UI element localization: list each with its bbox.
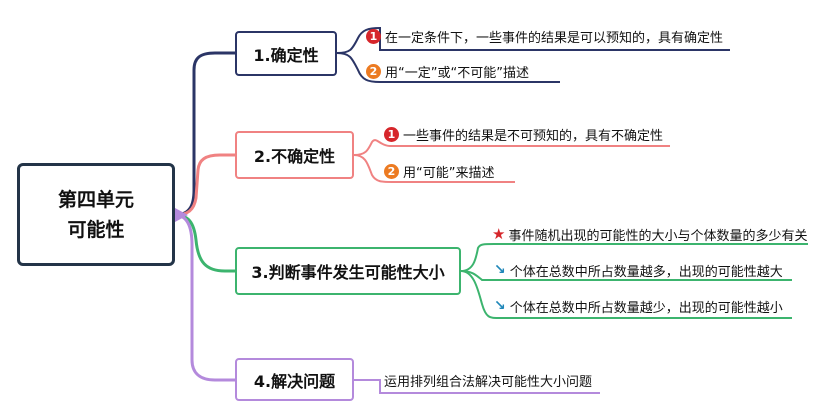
leaf-3-3: ↘ 个体在总数中所占数量越少，出现的可能性越小 bbox=[494, 296, 783, 316]
leaf-text: 事件随机出现的可能性的大小与个体数量的多少有关 bbox=[508, 228, 808, 244]
leaf-text: 个体在总数中所占数量越少，出现的可能性越小 bbox=[509, 300, 783, 316]
number-badge-icon: 2 bbox=[366, 63, 381, 79]
leaf-2-2: 2 用“可能”来描述 bbox=[384, 161, 494, 181]
leaf-1-1: 1 在一定条件下，一些事件的结果是可以预知的，具有确定性 bbox=[366, 26, 723, 46]
connector-branch-2 bbox=[174, 153, 235, 217]
root-node: 第四单元 可能性 bbox=[17, 163, 175, 266]
number-badge-icon: 1 bbox=[384, 126, 399, 142]
root-title-line2: 可能性 bbox=[67, 218, 125, 241]
leaf-3-1: ★ 事件随机出现的可能性的大小与个体数量的多少有关 bbox=[492, 224, 807, 244]
number-badge-icon: 2 bbox=[384, 163, 399, 179]
root-arrow bbox=[175, 208, 188, 222]
leaf-text: 个体在总数中所占数量越多，出现的可能性越大 bbox=[509, 264, 783, 280]
connector-branch-4 bbox=[174, 213, 235, 382]
branch-node-3: 3.判断事件发生可能性大小 bbox=[235, 247, 461, 295]
arrow-down-right-icon: ↘ bbox=[494, 298, 506, 314]
leaf-3-2: ↘ 个体在总数中所占数量越多，出现的可能性越大 bbox=[494, 260, 783, 280]
leaf-text: 运用排列组合法解决可能性大小问题 bbox=[384, 374, 593, 390]
leaf-2-1: 1 一些事件的结果是不可预知的，具有不确定性 bbox=[384, 124, 663, 144]
branch-node-1: 1.确定性 bbox=[235, 31, 337, 76]
leaf-text: 在一定条件下，一些事件的结果是可以预知的，具有确定性 bbox=[385, 30, 724, 46]
branch-node-2: 2.不确定性 bbox=[235, 131, 354, 179]
leaf-4-1: 运用排列组合法解决可能性大小问题 bbox=[384, 370, 592, 390]
branch-node-4: 4.解决问题 bbox=[235, 358, 354, 401]
leaf-1-2: 2 用“一定”或“不可能”描述 bbox=[366, 61, 529, 81]
leaf-text: 用“可能”来描述 bbox=[403, 165, 495, 181]
arrow-down-right-icon: ↘ bbox=[494, 262, 506, 278]
root-title-line1: 第四单元 bbox=[57, 188, 134, 211]
star-icon: ★ bbox=[492, 225, 506, 243]
connector-branch-1 bbox=[174, 51, 235, 217]
number-badge-icon: 1 bbox=[366, 28, 381, 44]
connector-branch-3 bbox=[174, 213, 235, 273]
leaf-text: 一些事件的结果是不可预知的，具有不确定性 bbox=[403, 128, 664, 144]
leaf-text: 用“一定”或“不可能”描述 bbox=[385, 65, 529, 81]
